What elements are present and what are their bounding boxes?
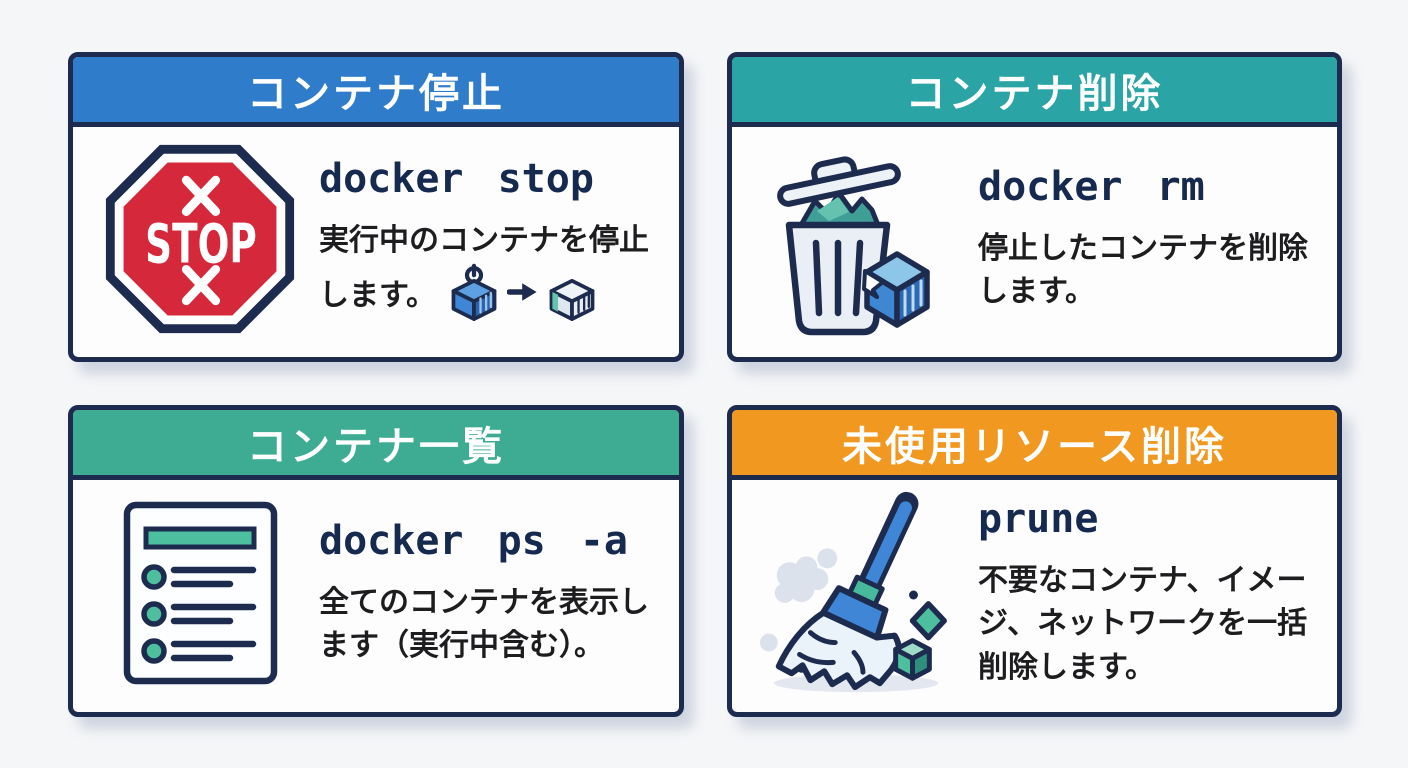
card-text-area: docker ps -a 全てのコンテナを表示します（実行中含む）。: [319, 519, 663, 668]
card-text-area: prune 不要なコンテナ、イメージ、ネットワークを一括削除します。: [978, 497, 1321, 690]
card-title: 未使用リソース削除: [842, 424, 1227, 469]
trash-can-icon: [740, 139, 978, 339]
card-container-list: コンテナ一覧 docker ps -a: [68, 405, 684, 717]
container-stopped-icon: [549, 278, 595, 321]
stop-sign-icon: STOP: [105, 144, 295, 334]
card-prune-resources: 未使用リソース削除: [727, 405, 1342, 717]
command-text: docker ps -a: [319, 517, 628, 564]
broom-icon: [740, 484, 978, 702]
list-document-icon: [123, 501, 277, 685]
command-text: docker rm: [978, 163, 1205, 210]
card-container-stop: コンテナ停止 STOP docker stop 実行中のコンテナを停止します。: [68, 52, 684, 362]
command-text: prune: [978, 495, 1099, 542]
command-text: docker stop: [319, 156, 594, 203]
card-header: 未使用リソース削除: [732, 410, 1337, 480]
card-text-area: docker rm 停止したコンテナを削除します。: [978, 165, 1321, 314]
stop-sign-label: STOP: [145, 213, 257, 276]
description-text: 停止したコンテナを削除します。: [978, 231, 1308, 309]
stop-sign-icon: STOP: [81, 141, 319, 337]
card-body: docker ps -a 全てのコンテナを表示します（実行中含む）。: [73, 480, 679, 712]
state-change-illustration: [446, 263, 600, 321]
description-text: 実行中のコンテナを停止します。: [319, 219, 663, 321]
card-body: docker rm 停止したコンテナを削除します。: [732, 127, 1337, 357]
card-header: コンテナ一覧: [73, 410, 679, 480]
trash-can-icon: [777, 156, 930, 336]
card-header: コンテナ削除: [732, 57, 1337, 127]
description-text: 全てのコンテナを表示します（実行中含む）。: [319, 585, 649, 663]
card-title: コンテナ削除: [905, 71, 1164, 116]
container-running-icon: [451, 263, 497, 321]
card-header: コンテナ停止: [73, 57, 679, 127]
card-text-area: docker stop 実行中のコンテナを停止します。: [319, 157, 663, 321]
card-body: prune 不要なコンテナ、イメージ、ネットワークを一括削除します。: [732, 480, 1337, 712]
card-body: STOP docker stop 実行中のコンテナを停止します。: [73, 127, 679, 357]
card-container-remove: コンテナ削除: [727, 52, 1342, 362]
card-title: コンテナ一覧: [247, 424, 505, 469]
arrow-right-icon: [507, 282, 537, 301]
list-document-icon: [81, 493, 319, 693]
broom-icon: [759, 491, 947, 693]
description-label: 実行中のコンテナを停止します。: [319, 224, 649, 312]
card-title: コンテナ停止: [247, 71, 505, 116]
description-text: 不要なコンテナ、イメージ、ネットワークを一括削除します。: [978, 563, 1308, 684]
